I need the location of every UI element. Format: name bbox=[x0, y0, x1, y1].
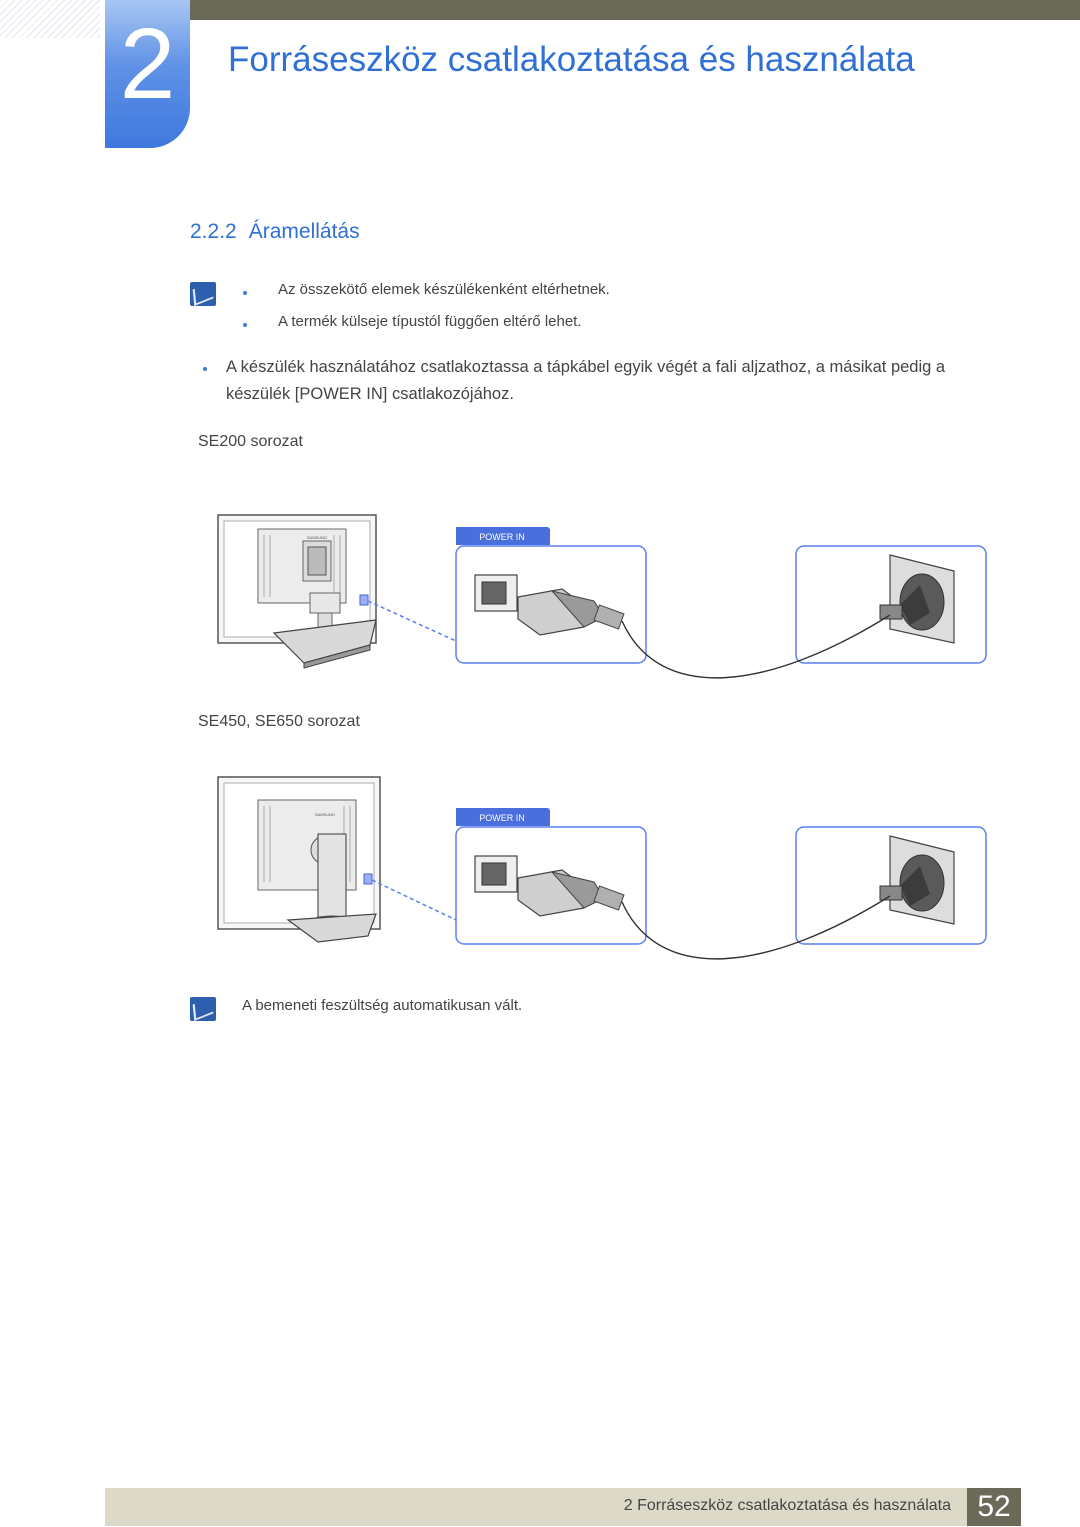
page-number: 52 bbox=[967, 1488, 1021, 1526]
section-heading: 2.2.2 Áramellátás bbox=[190, 220, 360, 244]
figure-caption: SE200 sorozat bbox=[198, 433, 303, 450]
bullet-icon bbox=[203, 367, 207, 371]
instruction-paragraph: A készülék használatához csatlakoztassa … bbox=[226, 358, 946, 403]
monitor-back-illustration: SAMSUNG bbox=[217, 514, 377, 669]
chapter-title: Forráseszköz csatlakoztatása és használa… bbox=[228, 40, 915, 79]
bullet-icon bbox=[243, 323, 247, 327]
dashed-pointer-line bbox=[367, 600, 457, 642]
note-item: A termék külseje típustól függően eltérő… bbox=[278, 313, 582, 330]
footer-bar: 2 Forráseszköz csatlakoztatása és haszná… bbox=[105, 1488, 967, 1526]
power-connection-diagram: SAMSUNG POWER IN bbox=[217, 514, 987, 679]
note-pencil-icon bbox=[190, 282, 216, 306]
bullet-icon bbox=[243, 291, 247, 295]
header-hatch-decoration bbox=[0, 0, 100, 38]
svg-text:POWER IN: POWER IN bbox=[479, 813, 525, 823]
section-number: 2.2.2 bbox=[190, 220, 237, 243]
chapter-number-box: 2 bbox=[105, 0, 190, 148]
svg-text:SAMSUNG: SAMSUNG bbox=[315, 812, 335, 817]
footer-chapter-title: 2 Forráseszköz csatlakoztatása és haszná… bbox=[623, 1497, 951, 1514]
note-item: A bemeneti feszültség automatikusan vált… bbox=[242, 997, 523, 1014]
note-item: Az összekötő elemek készülékenként eltér… bbox=[278, 281, 610, 298]
svg-text:SAMSUNG: SAMSUNG bbox=[307, 535, 327, 540]
power-cable bbox=[621, 895, 891, 960]
wall-socket-panel bbox=[795, 826, 987, 945]
section-title: Áramellátás bbox=[248, 220, 360, 243]
power-in-port-label: POWER IN bbox=[456, 808, 550, 826]
power-connection-diagram: SAMSUNG POWER IN bbox=[217, 776, 987, 960]
header-bar bbox=[190, 0, 1080, 20]
dashed-pointer-line bbox=[371, 879, 457, 921]
power-cable bbox=[621, 614, 891, 679]
figure-caption: SE450, SE650 sorozat bbox=[198, 713, 360, 730]
power-plug-illustration bbox=[474, 574, 625, 636]
power-plug-illustration bbox=[474, 855, 625, 917]
note-pencil-icon bbox=[190, 997, 216, 1021]
wall-socket-panel bbox=[795, 545, 987, 664]
monitor-back-illustration: SAMSUNG bbox=[217, 776, 381, 943]
power-in-port-label: POWER IN bbox=[456, 527, 550, 545]
svg-text:POWER IN: POWER IN bbox=[479, 532, 525, 542]
chapter-number: 2 bbox=[119, 8, 176, 120]
